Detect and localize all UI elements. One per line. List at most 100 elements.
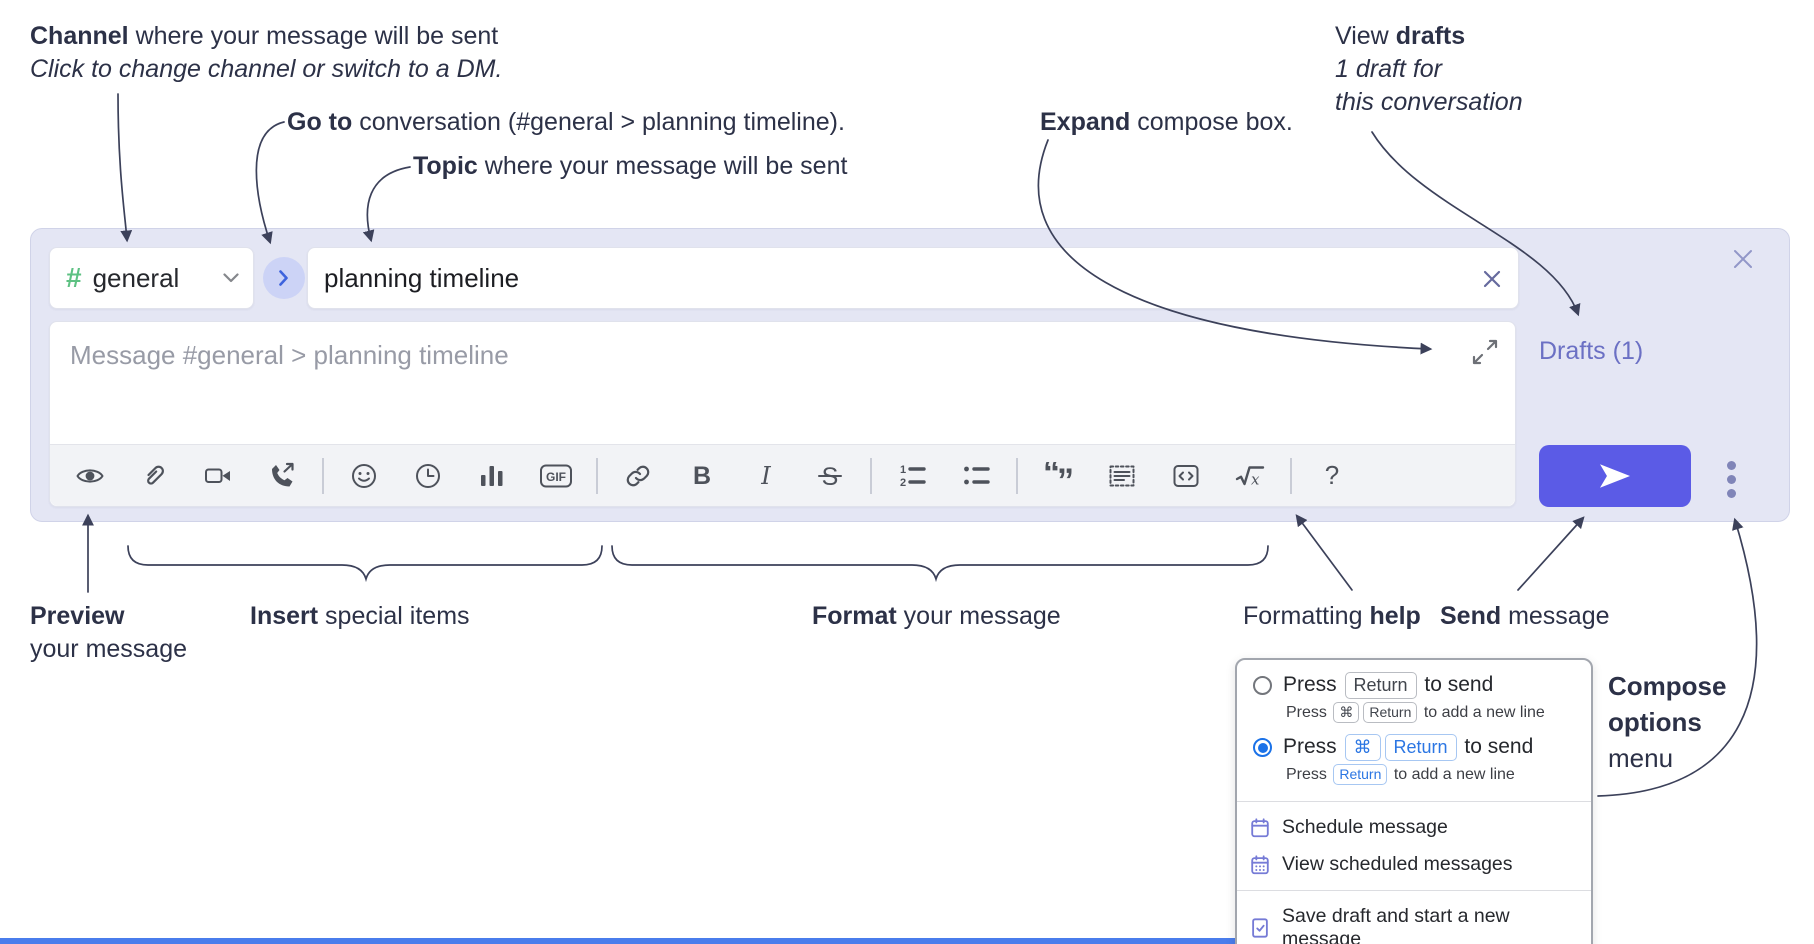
svg-text:1: 1 (900, 464, 906, 476)
bar-chart-icon (481, 465, 503, 486)
calendar-icon (1251, 817, 1269, 837)
compose-box: # general Message #genera (30, 228, 1790, 522)
clock-icon (416, 463, 440, 488)
page-bottom-edge (0, 938, 1322, 944)
channel-name: general (92, 262, 180, 293)
clear-topic-button[interactable] (1478, 265, 1506, 293)
svg-text:x: x (1251, 470, 1260, 488)
paperclip-icon (147, 465, 164, 485)
send-button[interactable] (1539, 445, 1691, 507)
link-button[interactable] (614, 454, 662, 498)
quote-icon: “ ” (1043, 462, 1073, 490)
menu-divider (1237, 890, 1591, 891)
draft-check-icon (1252, 918, 1268, 938)
compose-options-button[interactable] (1711, 451, 1751, 507)
code-button[interactable] (1162, 454, 1210, 498)
radio-unselected[interactable] (1253, 676, 1272, 695)
cmd-key: ⌘ (1344, 734, 1381, 761)
schedule-time-button[interactable] (404, 454, 452, 498)
return-key: Return (1333, 764, 1388, 785)
svg-text:B: B (693, 462, 711, 490)
gif-button[interactable]: GIF (532, 454, 580, 498)
connector-help (1295, 514, 1353, 591)
message-formatting-help-button[interactable]: ? (1308, 454, 1356, 498)
smiley-icon (352, 463, 376, 488)
video-camera-icon (205, 468, 230, 483)
bulleted-list-icon (964, 466, 990, 484)
svg-text:GIF: GIF (546, 470, 566, 484)
annotation-send: Send message (1440, 602, 1610, 630)
svg-text:I: I (760, 462, 771, 490)
strikethrough-icon: S (818, 463, 842, 490)
brace-insert (127, 545, 603, 583)
close-icon (1734, 250, 1752, 268)
svg-text:?: ? (1325, 462, 1339, 490)
voice-call-button[interactable] (258, 454, 306, 498)
return-key: Return (1363, 702, 1418, 723)
spoiler-button[interactable] (1098, 454, 1146, 498)
hash-icon: # (66, 262, 82, 293)
close-compose-button[interactable] (1729, 245, 1757, 273)
bold-button[interactable]: B (678, 454, 726, 498)
emoji-button[interactable] (340, 454, 388, 498)
toolbar-divider (1290, 457, 1292, 494)
ellipsis-dot (1726, 474, 1736, 484)
bold-icon: B (693, 462, 711, 490)
message-area: Message #general > planning timeline (49, 321, 1516, 507)
annotation-channel: Channel where your message will be sent … (30, 22, 503, 83)
toolbar-divider (322, 457, 324, 494)
channel-selector[interactable]: # general (49, 247, 254, 309)
quote-button[interactable]: “ ” (1034, 454, 1082, 498)
menu-option-cmd-enter-sends[interactable]: Press ⌘Return to send (1237, 732, 1591, 763)
menu-item-save-draft[interactable]: Save draft and start a new message (1237, 898, 1591, 944)
question-mark-icon: ? (1325, 462, 1339, 490)
annotation-preview: Preview your message (30, 602, 188, 663)
menu-option-enter-sends[interactable]: Press Return to send (1237, 670, 1591, 701)
menu-option-cmd-enter-sends-hint: Press Return to add a new line (1286, 764, 1515, 785)
annotation-goto: Go to conversation (#general > planning … (287, 108, 845, 136)
menu-item-view-scheduled[interactable]: View scheduled messages (1237, 846, 1591, 883)
bulleted-list-button[interactable] (952, 454, 1000, 498)
annotation-insert: Insert special items (250, 602, 470, 630)
chevron-right-icon (279, 270, 288, 286)
connector-goto (255, 121, 285, 245)
menu-divider (1237, 801, 1591, 802)
toolbar-divider (870, 457, 872, 494)
radio-selected[interactable] (1253, 738, 1272, 757)
annotation-compose-options: Compose options menu (1608, 671, 1727, 773)
italic-button[interactable]: I (742, 454, 790, 498)
expand-compose-button[interactable] (1471, 338, 1501, 368)
math-latex-icon: x (1235, 465, 1265, 488)
toolbar-divider (596, 457, 598, 494)
compose-toolbar: GIF B (50, 444, 1515, 506)
italic-icon: I (760, 462, 771, 490)
connector-channel (117, 93, 133, 243)
go-to-conversation-button[interactable] (263, 257, 305, 299)
preview-button[interactable] (66, 454, 114, 498)
math-button[interactable]: x (1226, 454, 1274, 498)
code-icon (1173, 464, 1199, 487)
topic-field (307, 247, 1519, 309)
link-icon (626, 465, 650, 486)
ellipsis-dot (1726, 460, 1736, 470)
return-key: Return (1384, 734, 1457, 761)
calendar-grid-icon (1251, 854, 1269, 874)
message-input[interactable]: Message #general > planning timeline (70, 340, 509, 370)
svg-text:“: “ (1043, 462, 1060, 490)
connector-send (1517, 516, 1585, 591)
annotation-help: Formatting help (1243, 602, 1421, 630)
poll-button[interactable] (468, 454, 516, 498)
drafts-link[interactable]: Drafts (1) (1539, 337, 1644, 365)
chevron-down-icon (223, 273, 239, 283)
annotation-format: Format your message (812, 602, 1061, 630)
strikethrough-button[interactable]: S (806, 454, 854, 498)
brace-format (611, 545, 1269, 583)
numbered-list-button[interactable]: 1 2 (888, 454, 936, 498)
gif-icon: GIF (540, 464, 572, 487)
send-options-menu: Press Return to send Press ⌘Return to ad… (1235, 658, 1593, 944)
attach-file-button[interactable] (130, 454, 178, 498)
menu-item-schedule-message[interactable]: Schedule message (1237, 809, 1591, 846)
video-call-button[interactable] (194, 454, 242, 498)
topic-input[interactable] (308, 248, 1518, 308)
